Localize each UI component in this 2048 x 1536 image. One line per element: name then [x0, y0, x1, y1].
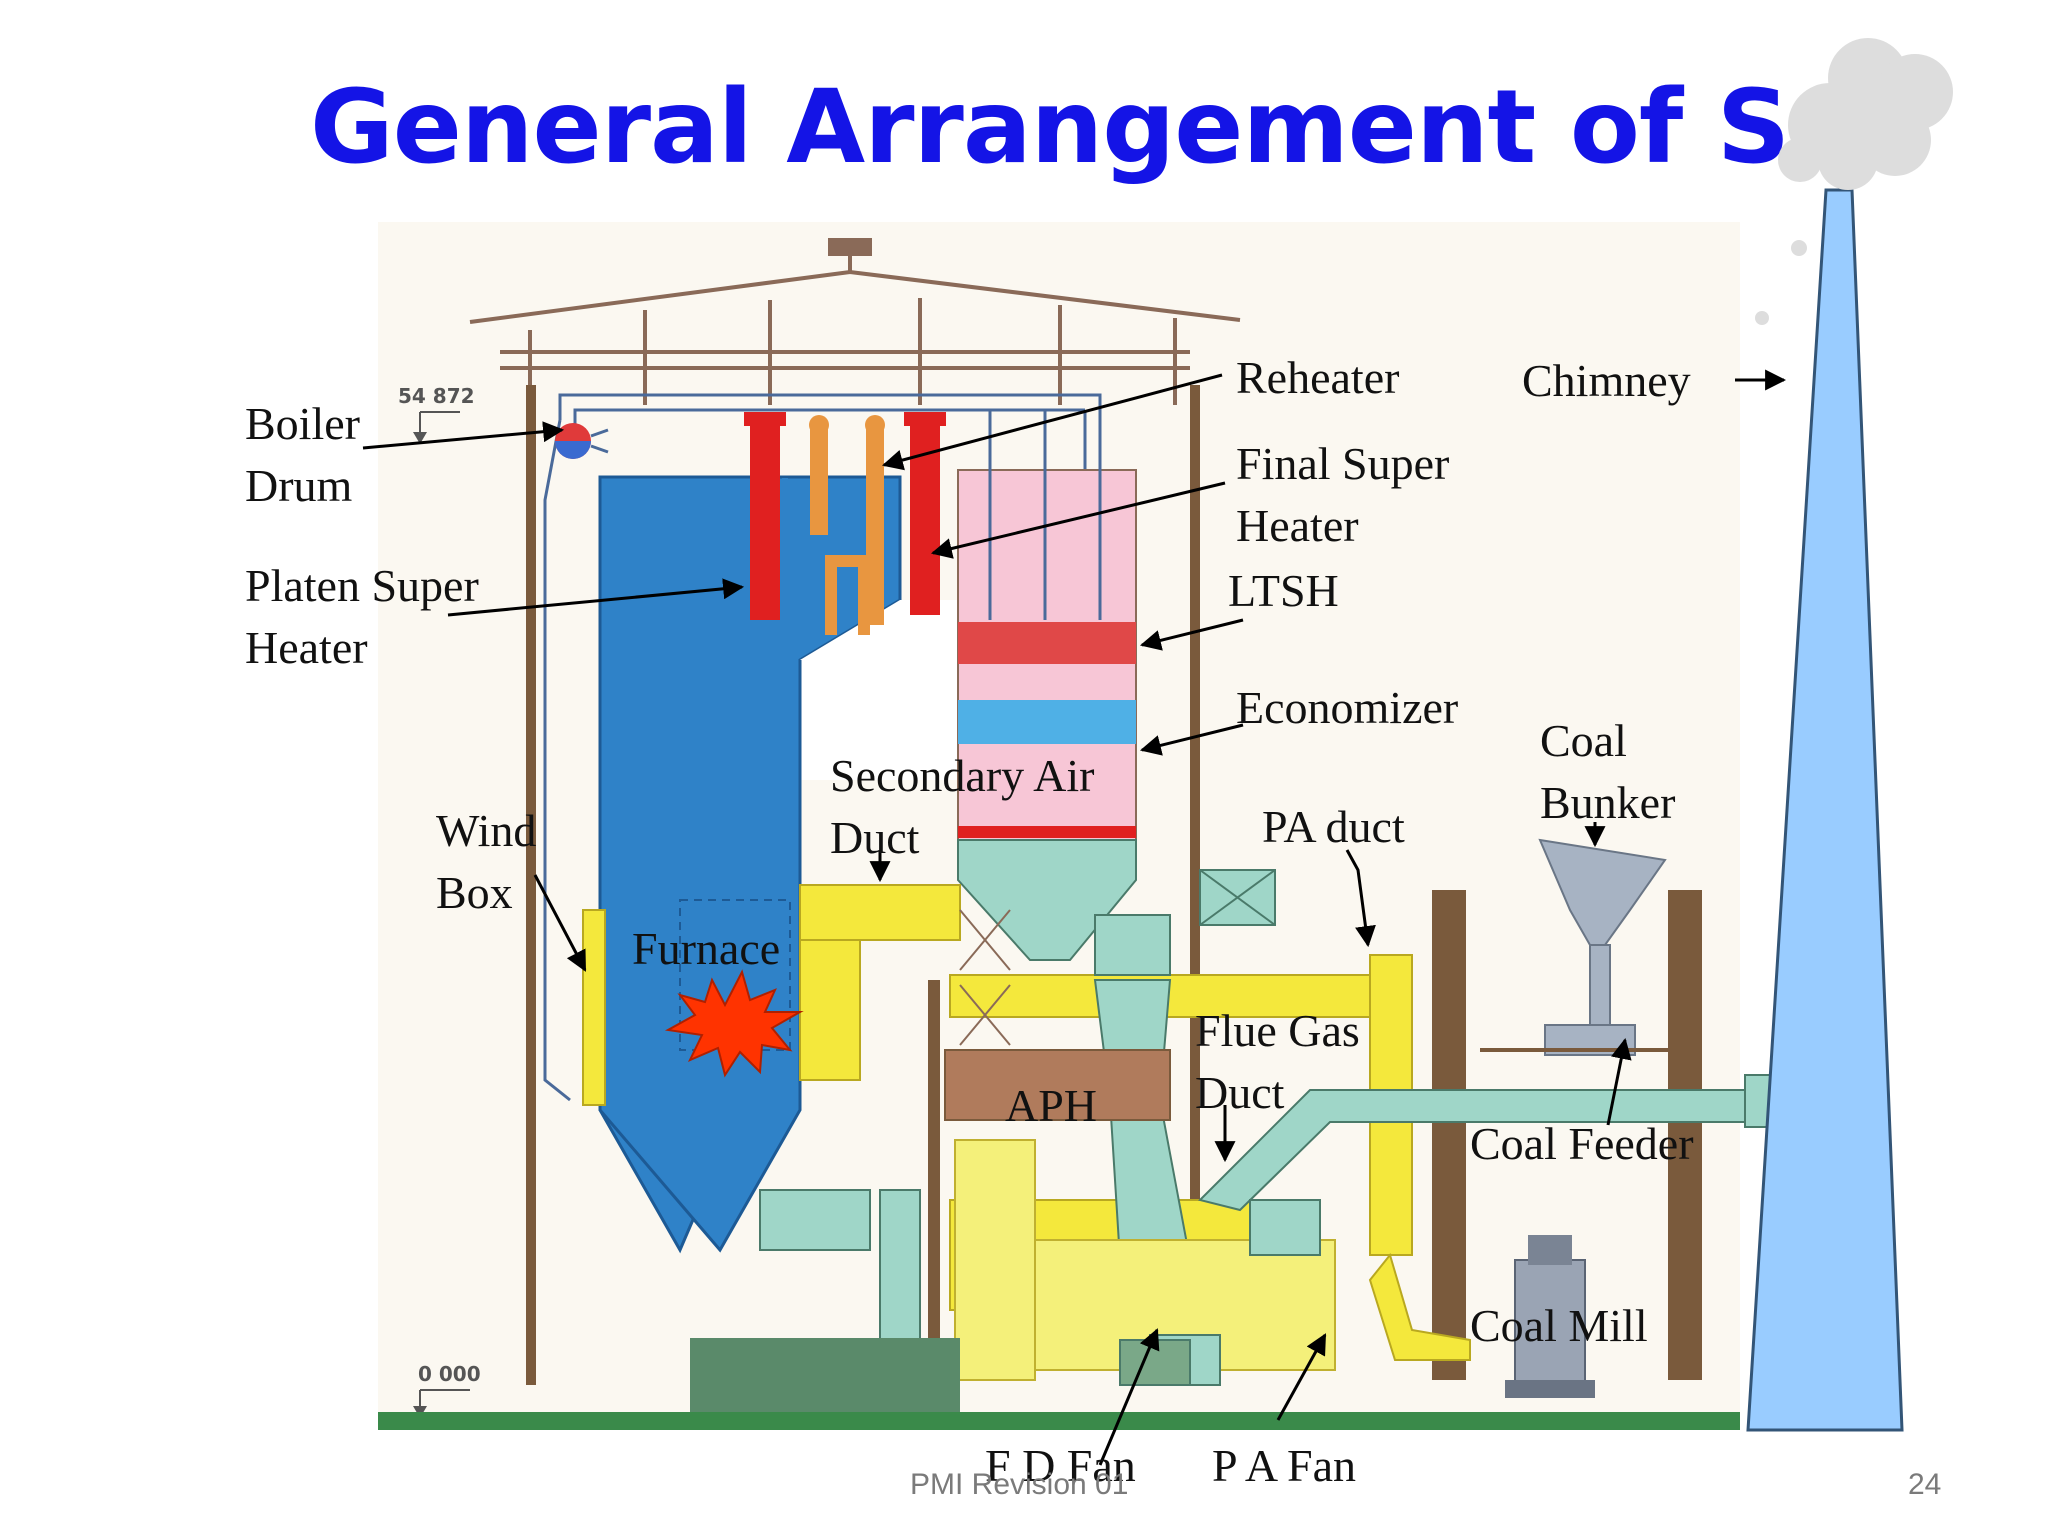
label-coal-bunker: Coal Bunker	[1540, 715, 1676, 828]
boiler-drum	[555, 423, 609, 459]
arrow-economizer	[1139, 723, 1244, 756]
economizer-header	[958, 826, 1136, 838]
ltsh-bank	[958, 622, 1136, 664]
label-reheater: Reheater	[1236, 352, 1400, 403]
label-arrows	[362, 369, 1787, 1466]
label-furnace: Furnace	[632, 923, 781, 974]
chimney	[1746, 188, 1904, 1432]
elevation-top-label: 54 872	[398, 384, 475, 408]
arrow-pa-duct	[1345, 849, 1376, 948]
label-secondary-air-duct: Secondary Air Duct	[830, 750, 1095, 863]
lower-air-ducting	[954, 1139, 1336, 1381]
footer-revision: PMI Revision 01	[910, 1468, 1129, 1501]
arrow-boiler-drum	[362, 421, 565, 450]
reheater-coils	[809, 415, 885, 635]
slide-title: General Arrangement of SG	[310, 68, 1873, 187]
back-pass-hopper	[957, 839, 1137, 961]
coal-pipe	[1589, 944, 1611, 1031]
label-pa-duct: PA duct	[1262, 801, 1405, 852]
label-fd-fan: F D Fan	[985, 1440, 1136, 1491]
platen-super-heater	[750, 420, 780, 620]
arrow-fd-fan	[1098, 1328, 1160, 1466]
ground-line	[378, 1412, 1740, 1430]
fd-fan-box	[1119, 1339, 1191, 1386]
air-pre-heater	[944, 1049, 1171, 1121]
elevation-marker-top: 54 872	[398, 384, 475, 444]
economizer-bank	[958, 700, 1136, 744]
arrow-wind-box	[533, 874, 587, 972]
structural-columns	[526, 385, 1702, 1385]
furnace-nose	[800, 600, 960, 780]
label-chimney: Chimney	[1522, 355, 1691, 406]
arrow-reheater	[881, 373, 1223, 471]
arrow-coal-feeder	[1606, 1037, 1632, 1126]
arrow-pa-fan	[1276, 1333, 1327, 1421]
label-ltsh: LTSH	[1228, 565, 1339, 616]
label-platen-super-heater: Platen Super Heater	[245, 560, 479, 673]
secondary-air-duct-upper	[799, 884, 961, 941]
elevation-bottom-label: 0 000	[418, 1362, 481, 1386]
label-final-super-heater: Final Super Heater	[1236, 438, 1450, 551]
label-pa-fan: P A Fan	[1212, 1440, 1357, 1491]
label-economizer: Economizer	[1236, 682, 1459, 733]
label-wind-box: Wind Box	[436, 805, 537, 918]
arrow-ltsh	[1139, 618, 1244, 651]
flame-icon	[664, 969, 804, 1078]
label-flue-gas-duct: Flue Gas Duct	[1195, 1005, 1360, 1118]
pa-fan-box	[1249, 1199, 1321, 1256]
final-super-heater	[910, 420, 940, 615]
arrow-final-super-heater	[930, 481, 1226, 559]
coal-mill-body	[1514, 1259, 1586, 1391]
label-boiler-drum: Boiler Drum	[245, 398, 360, 511]
label-coal-mill: Coal Mill	[1470, 1300, 1648, 1351]
label-aph: APH	[1005, 1080, 1098, 1131]
arrow-platen-super-heater	[447, 578, 745, 617]
label-coal-feeder: Coal Feeder	[1470, 1118, 1694, 1169]
smoke-cloud-icon	[1778, 38, 1953, 190]
page-number: 24	[1908, 1468, 1942, 1501]
